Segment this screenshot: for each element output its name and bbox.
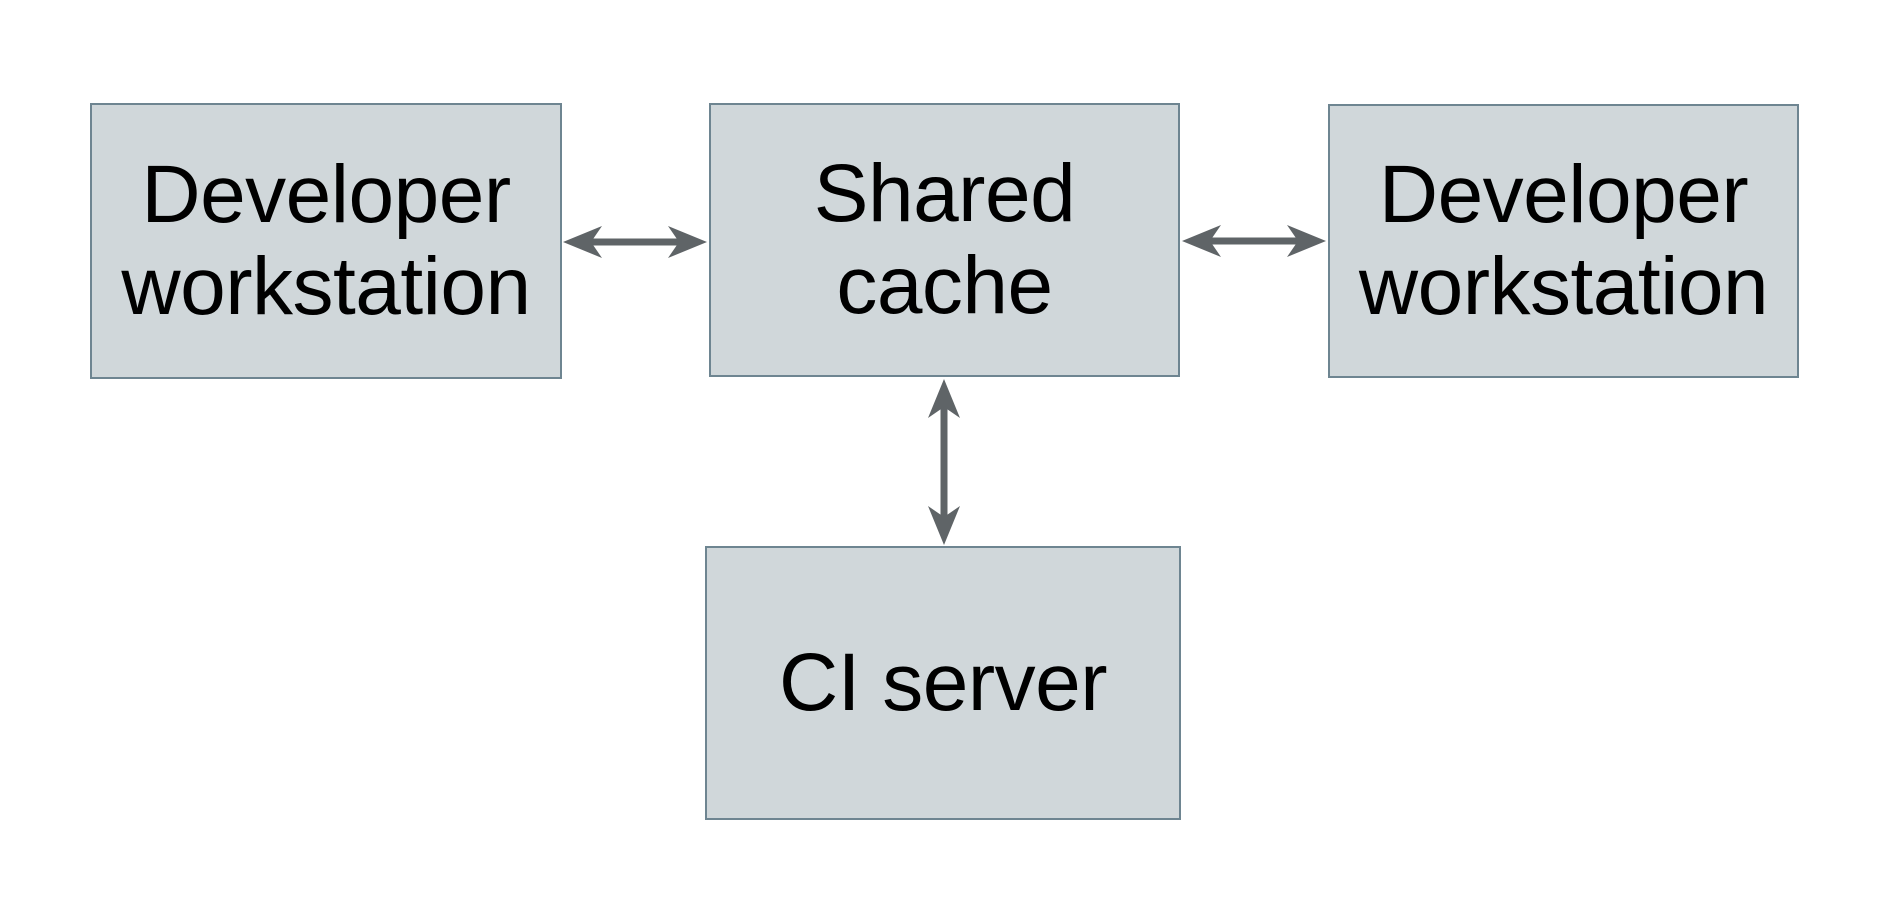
node-label-line: CI server [778, 637, 1108, 729]
node-label-line: Shared [813, 148, 1076, 240]
node-label-line: Developer [141, 149, 511, 241]
node-label-line: Developer [1378, 149, 1749, 241]
node-ci-server: CI server [705, 546, 1181, 820]
bidirectional-arrow-right-icon [1182, 225, 1326, 257]
node-label-line: cache [836, 240, 1053, 331]
bidirectional-arrow-vertical-icon [928, 379, 960, 545]
node-label-line: workstation [121, 241, 531, 332]
bidirectional-arrow-left-icon [563, 226, 707, 258]
node-developer-workstation-right: Developer workstation [1328, 104, 1799, 378]
node-label-line: workstation [1358, 241, 1769, 332]
node-developer-workstation-left: Developer workstation [90, 103, 562, 379]
node-shared-cache: Shared cache [709, 103, 1180, 377]
